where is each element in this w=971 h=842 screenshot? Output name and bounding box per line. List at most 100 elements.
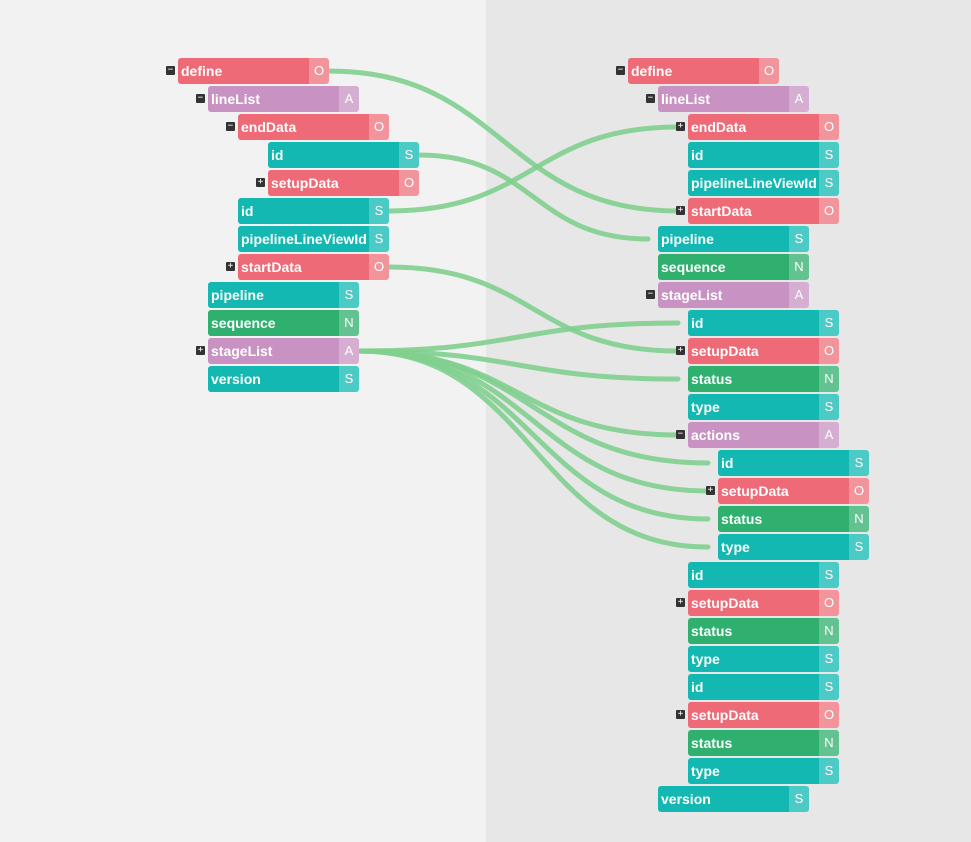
collapse-icon[interactable]: − [226,121,235,131]
node-label: version [658,786,789,812]
node-type-badge: N [849,506,869,532]
node-label: id [688,562,819,588]
expand-icon[interactable]: + [676,709,685,719]
node-type-badge: N [819,730,839,756]
node-label: pipelineLineViewId [688,170,819,196]
expand-icon[interactable]: + [676,121,685,131]
node-label: type [688,394,819,420]
expand-icon[interactable]: + [676,345,685,355]
node-type-badge: S [789,786,809,812]
expand-icon[interactable]: + [196,345,205,355]
node-label: type [688,646,819,672]
node-type-badge: N [819,366,839,392]
node-type-badge: A [789,86,809,112]
node-label: status [718,506,849,532]
expand-icon[interactable]: + [256,177,265,187]
node-label: stageList [208,338,339,364]
node-label: version [208,366,339,392]
node-type-badge: S [849,450,869,476]
node-label: define [628,58,759,84]
node-type-badge: S [819,170,839,196]
node-label: lineList [658,86,789,112]
node-label: define [178,58,309,84]
expand-icon[interactable]: + [676,597,685,607]
node-label: setupData [268,170,399,196]
node-label: status [688,618,819,644]
collapse-icon[interactable]: − [616,65,625,75]
node-type-badge: O [819,198,839,224]
node-type-badge: N [339,310,359,336]
node-label: sequence [658,254,789,280]
node-type-badge: S [819,310,839,336]
node-label: setupData [688,338,819,364]
node-type-badge: S [369,198,389,224]
node-type-badge: S [819,562,839,588]
node-type-badge: S [369,226,389,252]
expand-icon[interactable]: + [226,261,235,271]
node-label: type [718,534,849,560]
node-label: actions [688,422,819,448]
node-label: lineList [208,86,339,112]
node-label: type [688,758,819,784]
node-label: setupData [718,478,849,504]
node-type-badge: O [399,170,419,196]
expand-icon[interactable]: + [676,205,685,215]
node-label: setupData [688,590,819,616]
node-label: id [718,450,849,476]
collapse-icon[interactable]: − [646,93,655,103]
node-type-badge: S [849,534,869,560]
expand-icon[interactable]: + [706,485,715,495]
node-type-badge: S [819,674,839,700]
collapse-icon[interactable]: − [676,429,685,439]
collapse-icon[interactable]: − [646,289,655,299]
collapse-icon[interactable]: − [166,65,175,75]
node-label: stageList [658,282,789,308]
node-type-badge: S [819,646,839,672]
node-type-badge: O [819,338,839,364]
node-label: id [688,310,819,336]
node-type-badge: S [789,226,809,252]
node-label: setupData [688,702,819,728]
collapse-icon[interactable]: − [196,93,205,103]
node-label: endData [688,114,819,140]
